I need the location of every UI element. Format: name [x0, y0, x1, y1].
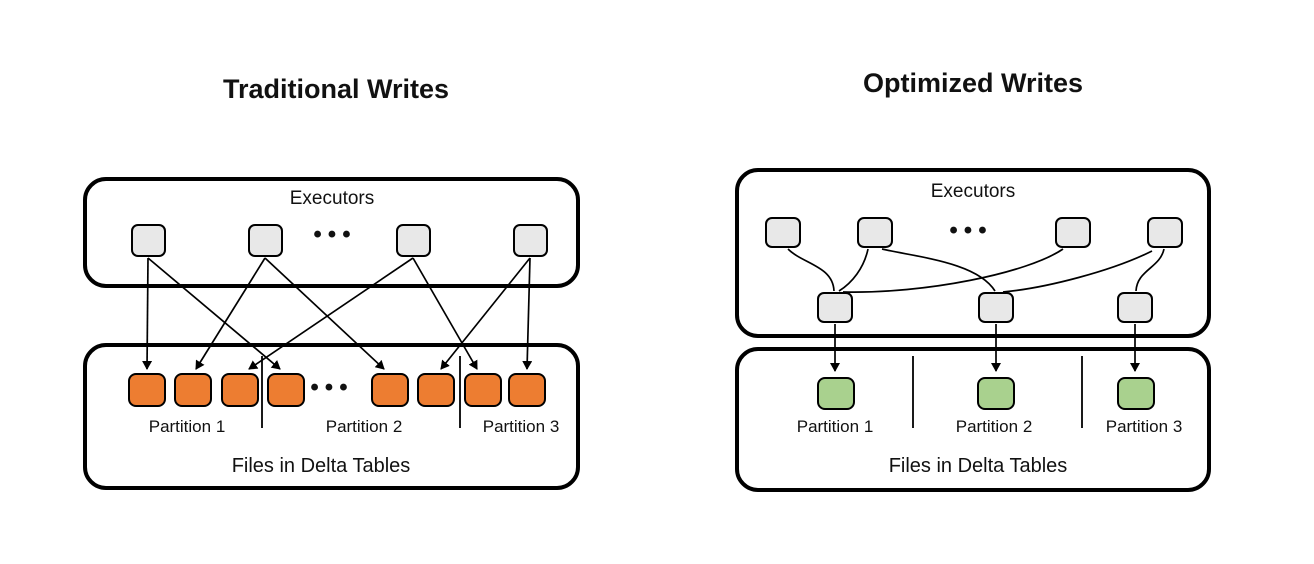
- right-file-box-p1: [817, 377, 855, 410]
- right-executor-2: [857, 217, 893, 248]
- right-shuffle-node-2: [978, 292, 1014, 323]
- left-file-box-p1-3: [221, 373, 259, 407]
- left-file-box-p1-2: [174, 373, 212, 407]
- left-executor-2: [248, 224, 283, 257]
- left-arrow-e3-to-p1: [248, 257, 414, 370]
- left-title: Traditional Writes: [222, 74, 450, 104]
- left-executor-4: [513, 224, 548, 257]
- left-arrow-e4-to-p3: [522, 257, 533, 370]
- left-arrow-e2-to-p2: [264, 257, 385, 370]
- left-files-label: Files in Delta Tables: [231, 455, 411, 477]
- left-partition-2-label: Partition 2: [325, 417, 403, 436]
- left-partition-1-label: Partition 1: [148, 417, 226, 436]
- right-executor-1: [765, 217, 801, 248]
- right-partition-3-label: Partition 3: [1105, 417, 1183, 436]
- left-arrow-e1-to-p2: [147, 257, 281, 370]
- left-executor-1: [131, 224, 166, 257]
- left-file-box-p3-1: [464, 373, 502, 407]
- left-file-box-p3-2: [508, 373, 546, 407]
- left-arrow-e4-to-p2: [440, 257, 531, 370]
- right-file-box-p3: [1117, 377, 1155, 410]
- right-files-label: Files in Delta Tables: [888, 455, 1068, 477]
- right-curve-e4-to-n3: [1135, 248, 1165, 292]
- left-file-box-p2-2: [371, 373, 409, 407]
- left-executor-3: [396, 224, 431, 257]
- left-file-box-p2-1: [267, 373, 305, 407]
- right-curve-e2-to-n2: [881, 248, 996, 292]
- right-executors-label: Executors: [930, 181, 1016, 202]
- right-curve-e1-to-n1: [787, 248, 835, 292]
- left-executors-ellipsis: •••: [313, 221, 357, 248]
- left-files-box: [83, 343, 580, 490]
- left-arrow-e2-to-p1: [195, 257, 266, 370]
- right-curve-e3-to-n1: [842, 248, 1064, 293]
- left-arrow-e3-to-p3: [412, 257, 478, 370]
- left-executors-label: Executors: [289, 188, 375, 209]
- right-partition-1-label: Partition 1: [796, 417, 874, 436]
- left-file-box-p1-1: [128, 373, 166, 407]
- left-file-box-p2-3: [417, 373, 455, 407]
- right-shuffle-node-3: [1117, 292, 1153, 323]
- left-files-ellipsis: •••: [310, 374, 354, 401]
- right-curve-e2-to-n1: [838, 248, 869, 292]
- right-executor-4: [1147, 217, 1183, 248]
- right-file-box-p2: [977, 377, 1015, 410]
- right-executors-ellipsis: •••: [949, 217, 993, 244]
- left-partition-3-label: Partition 3: [482, 417, 560, 436]
- right-shuffle-node-1: [817, 292, 853, 323]
- right-partition-2-label: Partition 2: [955, 417, 1033, 436]
- right-curve-e4-to-n2: [1002, 250, 1153, 293]
- right-executor-3: [1055, 217, 1091, 248]
- right-title: Optimized Writes: [862, 68, 1084, 98]
- left-arrow-e1-to-p1: [142, 257, 153, 370]
